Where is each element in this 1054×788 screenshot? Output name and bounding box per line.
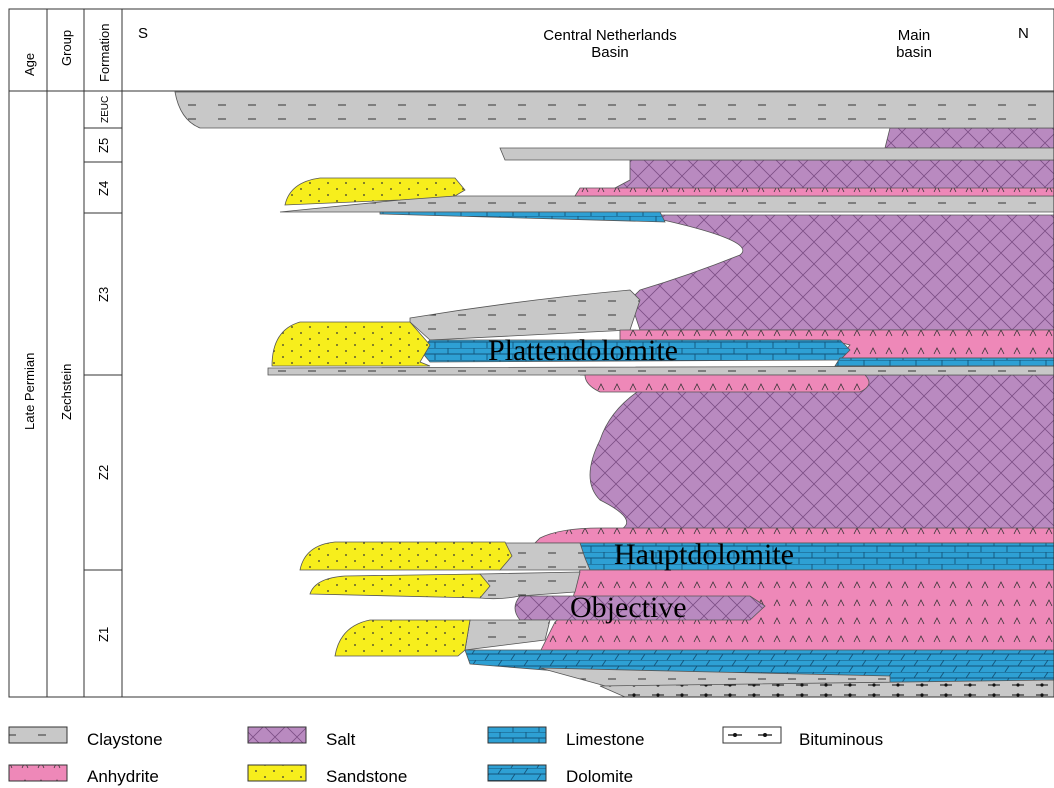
legend-label-bituminous: Bituminous [799,730,883,749]
claystone-z3-base [268,366,1054,375]
formation-z4: Z4 [96,181,111,196]
anhydrite-z2-base [535,528,1054,543]
salt-body-z2 [580,375,1054,530]
claystone-z5 [500,148,1054,160]
formation-z3: Z3 [96,287,111,302]
sandstone-z2 [300,542,512,570]
legend-label-claystone: Claystone [87,730,163,749]
claystone-z1-lower [465,620,550,650]
anhydrite-z4 [575,188,1054,196]
claystone-zeuc [175,92,1054,128]
header-age: Age [22,53,37,76]
label-plattendolomite: Plattendolomite [488,334,678,367]
formation-zeuc: ZEUC [100,96,111,123]
claystone-z1-upper [480,572,580,599]
legend-label-dolomite: Dolomite [566,767,633,786]
legend-label-salt: Salt [326,730,356,749]
label-objective: Objective [570,591,687,624]
legend-label-limestone: Limestone [566,730,644,749]
header-south: S [138,25,148,42]
sandstone-z1-upper [310,574,490,598]
legend-swatch-limestone [488,727,546,743]
claystone-z2 [500,543,590,570]
limestone-z3-top [380,212,665,222]
formation-z5: Z5 [96,138,111,153]
formation-z1: Z1 [96,627,111,642]
label-hauptdolomite: Hauptdolomite [614,538,794,571]
header-main-basin-2: basin [896,44,932,61]
header-north: N [1018,25,1029,42]
legend-swatch-sandstone [248,765,306,781]
header-central-basin-1: Central Netherlands [543,27,676,44]
legend: Claystone Salt Limestone Bituminous Anhy… [9,727,883,786]
sandstone-z1-lower [335,620,470,656]
anhydrite-z2-top [585,375,869,392]
plattendolomite-east [835,358,1054,366]
legend-swatch-anhydrite [9,765,67,781]
salt-body-z3 [630,215,1054,330]
salt-body-z5 [885,128,1054,148]
header-group: Group [59,30,74,66]
formation-z2: Z2 [96,465,111,480]
header-central-basin-2: Basin [591,44,629,61]
group-label: Zechstein [59,364,74,420]
legend-swatch-claystone [9,727,67,743]
legend-swatch-salt [248,727,306,743]
legend-swatch-dolomite [488,765,546,781]
sandstone-z3 [272,322,430,366]
legend-label-anhydrite: Anhydrite [87,767,159,786]
claystone-z3 [410,290,640,340]
age-label: Late Permian [22,353,37,430]
header-main-basin-1: Main [898,27,931,44]
legend-label-sandstone: Sandstone [326,767,407,786]
header-formation: Formation [97,23,112,82]
